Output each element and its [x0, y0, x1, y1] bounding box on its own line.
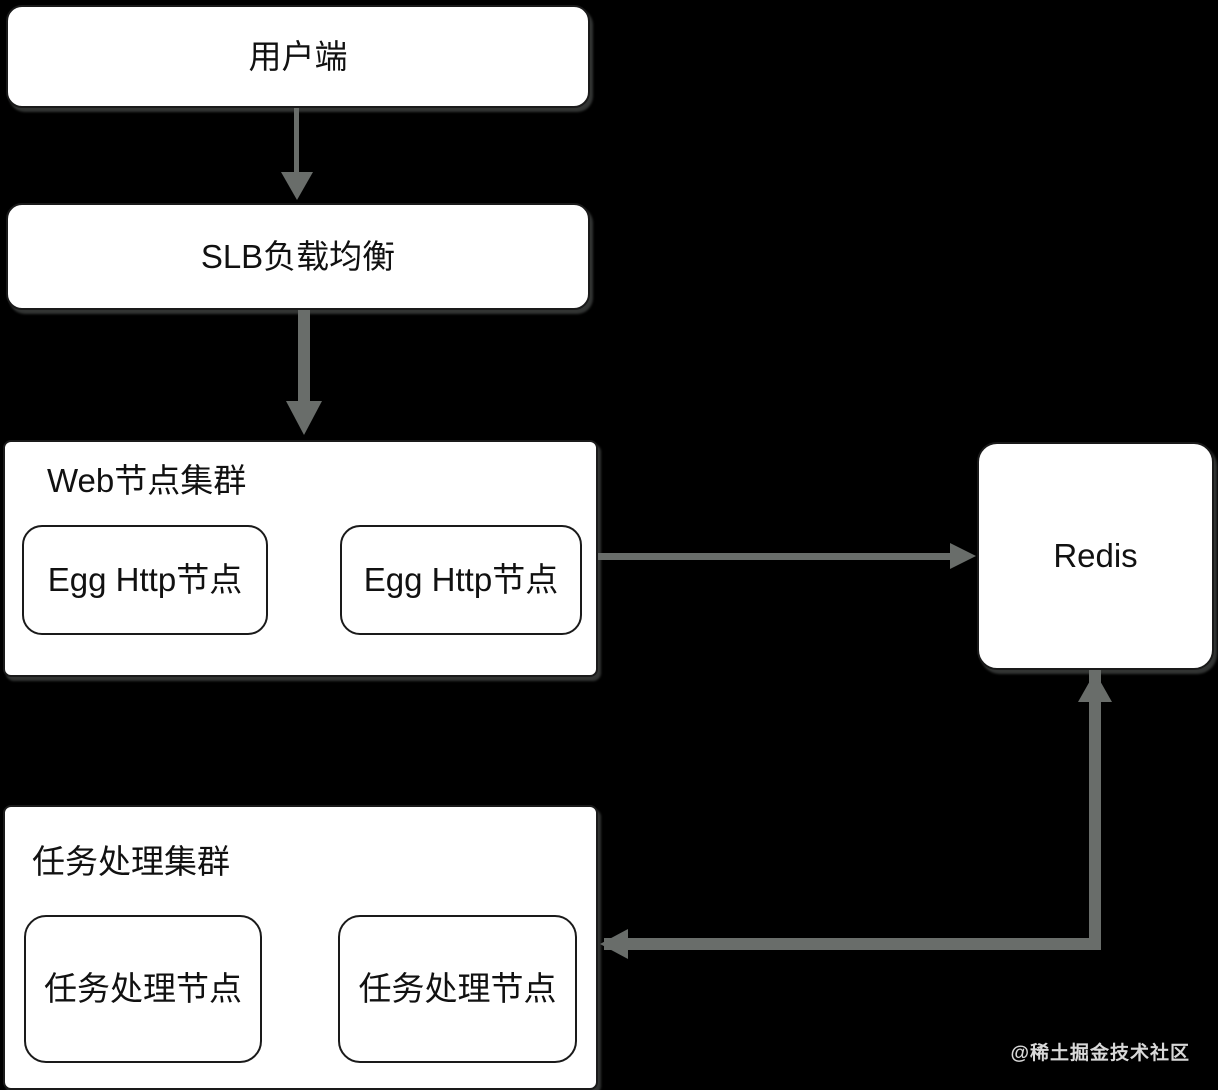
edge-slb-to-web	[298, 310, 310, 403]
arrowhead-right-icon	[950, 543, 976, 569]
node-client-label: 用户端	[248, 37, 348, 75]
node-task-1-label: 任务处理节点	[44, 970, 242, 1008]
node-slb: SLB负载均衡	[6, 203, 590, 310]
edge-redis-vertical	[1089, 670, 1101, 942]
node-egg-http-1: Egg Http节点	[22, 525, 268, 635]
node-egg-http-1-label: Egg Http节点	[47, 561, 243, 599]
cluster-task: 任务处理集群 任务处理节点 任务处理节点	[3, 805, 598, 1090]
node-task-2-label: 任务处理节点	[358, 970, 557, 1008]
cluster-web-title: Web节点集群	[47, 462, 247, 499]
arrowhead-down-icon	[281, 172, 313, 200]
node-task-2: 任务处理节点	[338, 915, 577, 1063]
node-egg-http-2-label: Egg Http节点	[363, 561, 559, 599]
edge-redis-to-task	[604, 938, 1101, 950]
edge-client-to-slb	[294, 108, 299, 174]
node-redis: Redis	[977, 442, 1214, 670]
node-slb-label: SLB负载均衡	[200, 237, 396, 275]
node-redis-label: Redis	[1053, 537, 1138, 575]
node-task-1: 任务处理节点	[24, 915, 262, 1063]
cluster-task-title: 任务处理集群	[32, 843, 230, 880]
edge-web-to-redis	[598, 553, 952, 560]
arrowhead-down-icon	[286, 401, 322, 435]
cluster-web: Web节点集群 Egg Http节点 Egg Http节点	[3, 440, 598, 677]
node-client: 用户端	[6, 5, 590, 108]
node-egg-http-2: Egg Http节点	[340, 525, 582, 635]
arrowhead-left-icon	[600, 929, 628, 959]
watermark: @稀土掘金技术社区	[1010, 1043, 1190, 1064]
arrowhead-up-icon	[1078, 672, 1112, 702]
